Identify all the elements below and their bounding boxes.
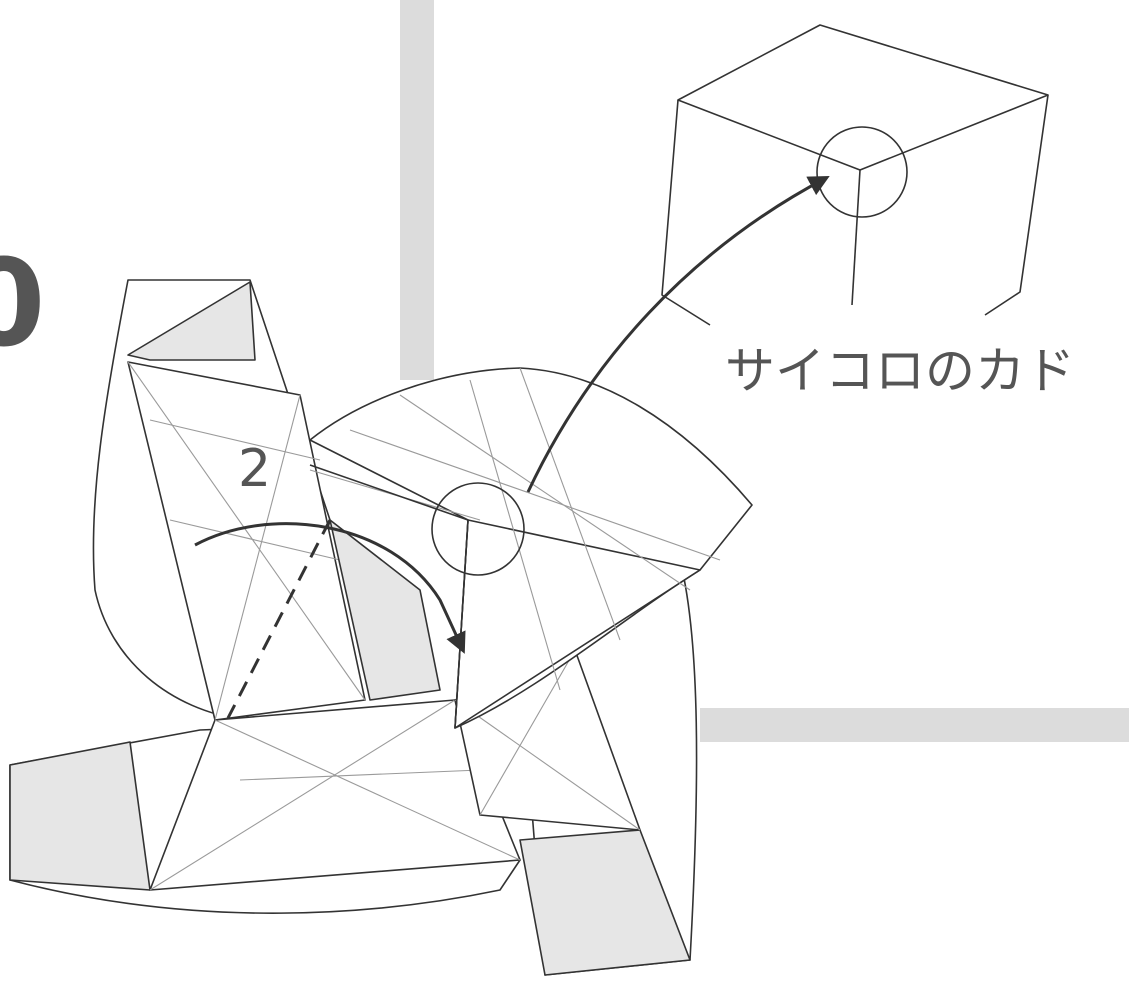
cube-front-edge (852, 170, 860, 305)
callout-label: サイコロのカド (725, 342, 1075, 400)
cube-illustration (662, 25, 1048, 325)
background-band-vertical (400, 0, 434, 380)
cube-right-edge (985, 95, 1048, 315)
step-number: 2 (238, 439, 271, 499)
background-band-horizontal (700, 708, 1129, 742)
origami-model (10, 280, 752, 975)
partial-step-number: 0 (0, 235, 46, 374)
bottom-base-shade (10, 742, 150, 890)
cube-top-face (678, 25, 1048, 170)
